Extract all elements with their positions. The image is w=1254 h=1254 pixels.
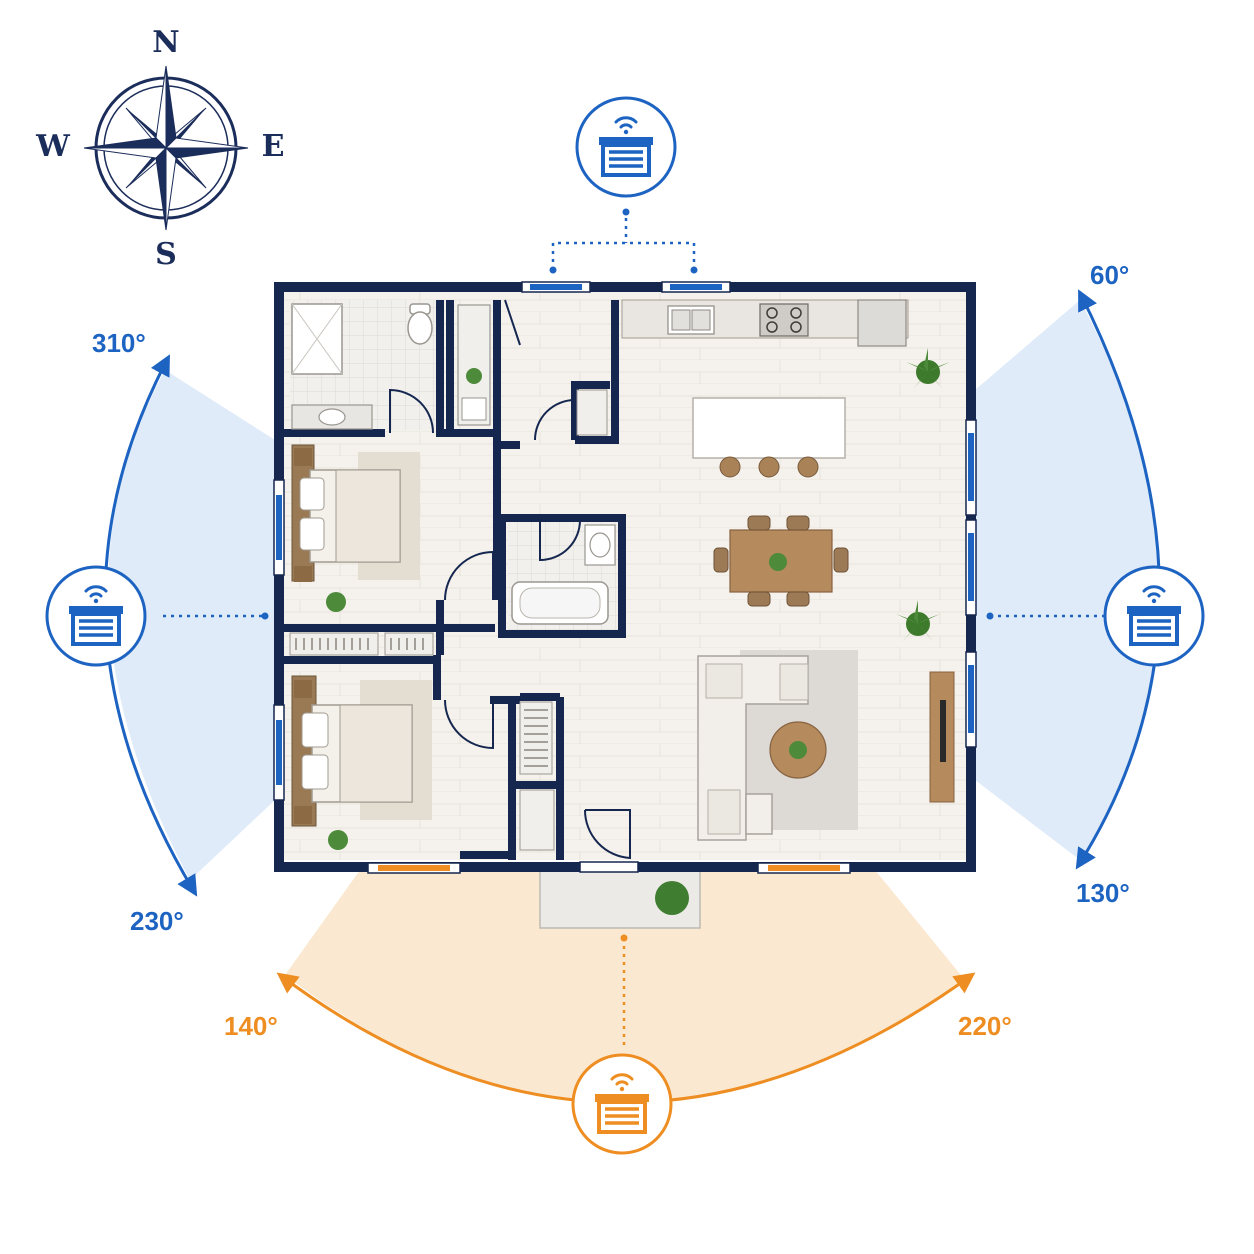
compass-west-label: W — [35, 129, 71, 164]
kitchen — [621, 299, 909, 478]
bathroom-fixtures — [291, 303, 616, 625]
dining-area — [713, 515, 849, 607]
device-connectors — [163, 210, 1105, 1050]
windows — [273, 281, 977, 874]
east-arc-end-label: 130° — [1076, 878, 1130, 908]
door-swings — [389, 299, 631, 860]
compass-east-label: E — [262, 129, 285, 164]
south-arc-end-label: 220° — [958, 1011, 1012, 1041]
living-area — [697, 650, 955, 841]
compass-rose-icon — [83, 65, 249, 231]
bedroom-south — [291, 675, 555, 851]
garage-door-opener-wifi-icon[interactable] — [571, 1053, 673, 1155]
east-arc-start-label: 60° — [1090, 260, 1129, 290]
floor-plan — [273, 281, 977, 929]
bedroom-north — [289, 444, 434, 656]
east-coverage-zone — [975, 300, 1160, 860]
compass-south-label: S — [155, 237, 177, 272]
garage-door-opener-wifi-icon[interactable] — [1103, 565, 1205, 667]
compass-north-label: N — [152, 25, 179, 60]
south-arc-start-label: 140° — [224, 1011, 278, 1041]
plants — [326, 348, 950, 915]
garage-door-opener-wifi-icon[interactable] — [575, 96, 677, 198]
garage-door-opener-wifi-icon[interactable] — [45, 565, 147, 667]
entry-porch — [539, 869, 701, 929]
connector-dots — [261, 208, 994, 942]
west-arc-start-label: 310° — [92, 328, 146, 358]
west-arc-end-label: 230° — [130, 906, 184, 936]
